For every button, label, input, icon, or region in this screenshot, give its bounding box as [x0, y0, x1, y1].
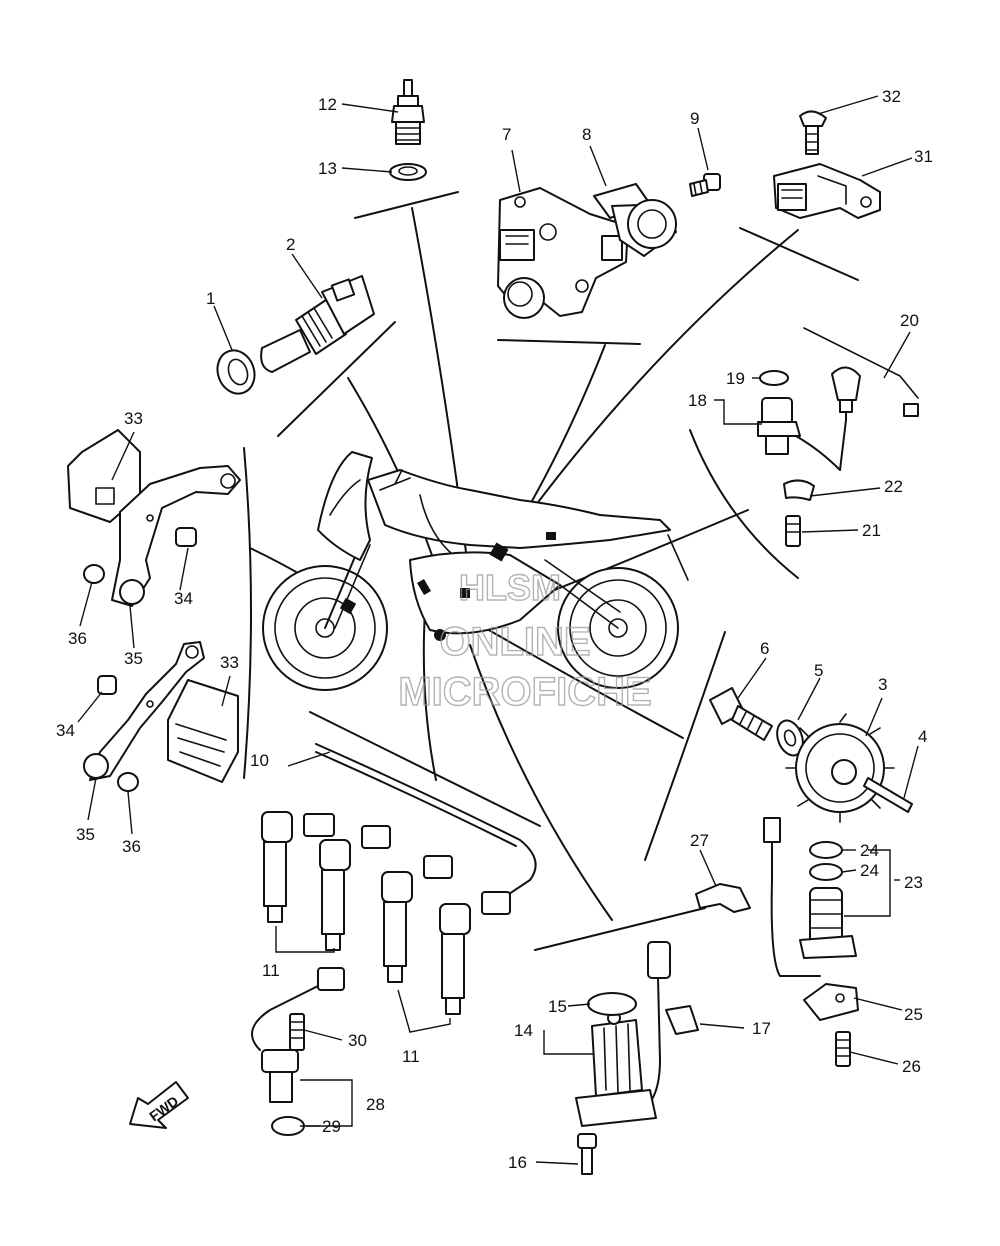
watermark-line2: ONLINE [439, 620, 590, 664]
part-7-sensor-bracket [497, 187, 629, 319]
callout-35-upper: 35 [124, 649, 143, 668]
part-24-o-ring-upper [809, 841, 843, 859]
callout-36-lower: 36 [122, 837, 141, 856]
part-2-sensor [260, 275, 375, 373]
part-9-screw [689, 173, 721, 197]
callout-21: 21 [862, 521, 881, 540]
callout-labels: 12 13 2 1 7 8 9 32 31 20 19 18 22 21 33 … [56, 87, 933, 1172]
callout-2: 2 [286, 235, 295, 254]
part-16-bolt [577, 1133, 597, 1175]
callout-11-right: 11 [402, 1047, 420, 1066]
watermark-line3: MICROFICHE [398, 670, 651, 714]
callout-18: 18 [688, 391, 707, 410]
part-8-sensor [593, 183, 677, 257]
part-34-nut-upper [175, 527, 197, 547]
callout-1: 1 [206, 289, 215, 308]
callout-33-upper: 33 [124, 409, 143, 428]
callout-36-upper: 36 [68, 629, 87, 648]
part-33-reflector-lower [167, 679, 239, 783]
callout-27: 27 [690, 831, 709, 850]
callout-6: 6 [760, 639, 769, 658]
part-15-o-ring [587, 992, 637, 1016]
callout-10: 10 [250, 751, 269, 770]
part-36-washer-lower [117, 772, 139, 792]
callout-12: 12 [318, 95, 337, 114]
callout-8: 8 [582, 125, 591, 144]
callout-33-lower: 33 [220, 653, 239, 672]
callout-11-left: 11 [262, 961, 280, 980]
callout-35-lower: 35 [76, 825, 95, 844]
part-1-gasket [216, 349, 256, 395]
part-24-o-ring-lower [809, 863, 843, 881]
callout-17: 17 [752, 1019, 771, 1038]
callout-31: 31 [914, 147, 933, 166]
callout-13: 13 [318, 159, 337, 178]
callout-30: 30 [348, 1031, 367, 1050]
callout-26: 26 [902, 1057, 921, 1076]
part-21-bolt [785, 515, 801, 547]
callout-9: 9 [690, 109, 699, 128]
part-31-sensor [773, 163, 881, 219]
leader-lines [77, 95, 919, 1165]
callout-4: 4 [918, 727, 927, 746]
callout-28: 28 [366, 1095, 385, 1114]
callout-19: 19 [726, 369, 745, 388]
part-25-bracket [803, 983, 859, 1021]
part-12-sensor [391, 79, 425, 145]
part-3-sprocket [785, 713, 895, 823]
part-18-sensor [757, 366, 861, 471]
callout-22: 22 [884, 477, 903, 496]
callout-29: 29 [322, 1117, 341, 1136]
part-4-pin [863, 777, 913, 813]
callout-34-upper: 34 [174, 589, 193, 608]
forward-arrow: FWD [129, 1081, 189, 1129]
callout-25: 25 [904, 1005, 923, 1024]
part-34-nut-lower [97, 675, 117, 695]
part-35-bracket-lower [83, 641, 205, 781]
part-30-bolt [289, 1013, 305, 1051]
part-13-gasket [389, 163, 427, 181]
part-10-harness [303, 743, 537, 915]
group-dividers [243, 191, 859, 951]
part-5-washer [776, 719, 804, 757]
part-23-sensor [763, 817, 857, 977]
part-36-washer-upper [83, 564, 105, 584]
callout-7: 7 [502, 125, 511, 144]
part-17-clamp [665, 1005, 699, 1035]
callout-20: 20 [900, 311, 919, 330]
callout-14: 14 [514, 1021, 533, 1040]
part-11-coil-2 [319, 839, 351, 951]
part-11-coil-4 [439, 903, 471, 1015]
callout-34-lower: 34 [56, 721, 75, 740]
callout-5: 5 [814, 661, 823, 680]
callout-16: 16 [508, 1153, 527, 1172]
part-29-o-ring [271, 1116, 305, 1136]
part-22-clamp [783, 479, 815, 501]
callout-23: 23 [904, 873, 923, 892]
callout-24-lower: 24 [860, 861, 879, 880]
callout-3: 3 [878, 675, 887, 694]
part-35-bracket-upper [111, 465, 241, 607]
watermark-line1: HLSM [459, 567, 561, 608]
part-28-sensor [251, 967, 345, 1103]
callout-32: 32 [882, 87, 901, 106]
callout-15: 15 [548, 997, 567, 1016]
motorcycle-illustration [262, 451, 689, 691]
part-27-bracket [695, 883, 751, 913]
part-32-screw [799, 110, 827, 155]
part-6-bolt [709, 687, 773, 741]
watermark: HLSM ONLINE MICROFICHE [398, 566, 653, 714]
part-11-coil-1 [261, 811, 293, 923]
part-26-bolt [835, 1031, 851, 1067]
part-11-coil-3 [381, 871, 413, 983]
callout-24-upper: 24 [860, 841, 879, 860]
part-14-sensor [575, 941, 671, 1127]
part-20-lead [803, 327, 919, 417]
part-19-o-ring [759, 370, 789, 386]
